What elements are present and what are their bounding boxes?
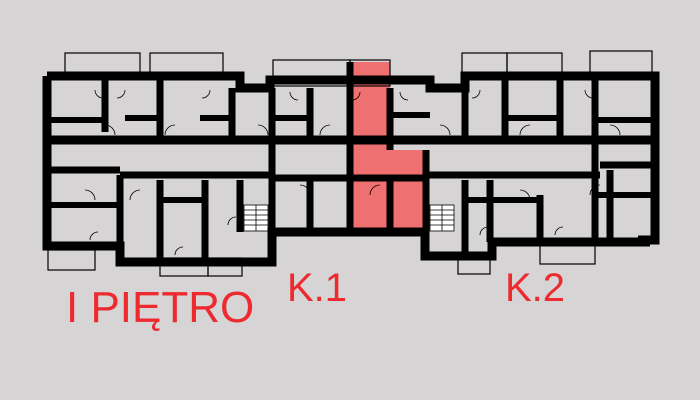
floor-label: I PIĘTRO bbox=[66, 283, 255, 332]
doors bbox=[84, 89, 621, 256]
stairs bbox=[243, 204, 455, 232]
unit-label-k1: K.1 bbox=[287, 266, 348, 310]
unit-label-k2: K.2 bbox=[505, 266, 566, 310]
walls bbox=[42, 62, 660, 267]
